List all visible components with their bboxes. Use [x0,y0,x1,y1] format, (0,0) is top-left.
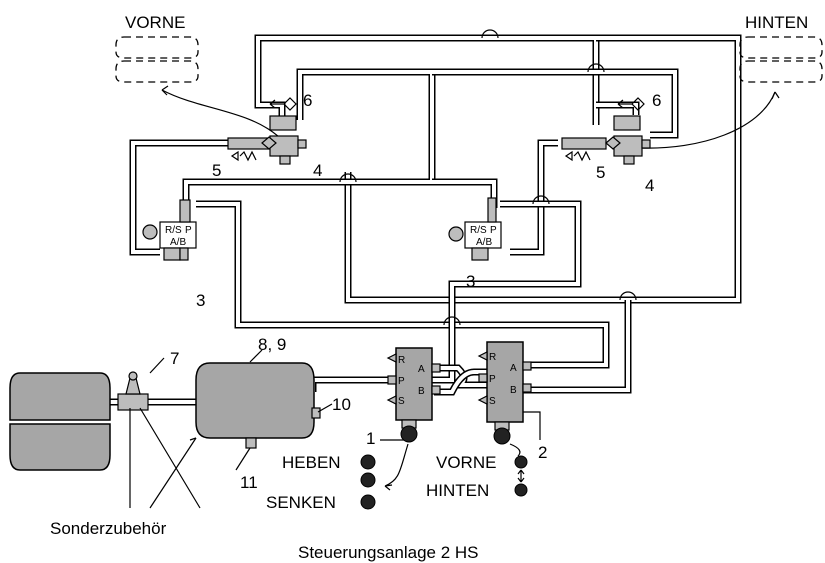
cv1-port-p: P [398,376,405,387]
cv1-port-r: R [398,355,405,366]
label-1: 1 [366,429,375,448]
left-relay-port-p: P [185,225,192,236]
label-5-right: 5 [596,163,605,182]
left-relay-port-ab: A/B [170,237,186,248]
right-leveling-valve [561,115,651,165]
label-vorne-spring: VORNE [125,13,185,32]
label-10: 10 [332,395,351,414]
air-spring-rear [739,36,823,83]
hose-control-2-to-right [523,300,632,394]
right-spring-symbol [564,150,591,162]
label-4-left: 4 [313,161,322,180]
left-symbol-arrow [269,97,297,111]
right-relay-port-p: P [490,225,497,236]
right-relay-port-rs: R/S [470,225,487,236]
cv2-port-b: B [510,385,517,396]
hose-crossovers [339,29,637,326]
air-hoses [110,34,742,406]
arrow-to-front-spring [161,89,281,139]
air-spring-front [115,36,199,83]
hose-right-5-to-3 [510,139,558,256]
label-2: 2 [538,443,547,462]
label-hinten-switch: HINTEN [426,481,489,500]
cv2-port-r: R [489,352,496,363]
cv2-port-a: A [510,363,517,374]
label-5-left: 5 [212,161,221,180]
air-bottles [9,372,111,471]
diagram-caption: Steuerungsanlage 2 HS [298,543,479,562]
label-sonderzubehoer: Sonderzubehör [50,519,167,538]
label-11: 11 [240,473,258,492]
cv2-port-s: S [489,396,496,407]
drain-valve-7 [117,371,149,411]
cv2-port-p: P [489,374,496,385]
label-3-left: 3 [196,291,205,310]
right-symbol-arrow [617,97,645,111]
left-spring-symbol [230,150,257,162]
cv1-port-b: B [418,386,425,397]
label-heben: HEBEN [282,453,341,472]
control-valve-1 [386,347,441,443]
switch-indicators [360,443,528,510]
label-hinten-spring: HINTEN [745,13,808,32]
left-leveling-valve [227,115,307,165]
cv1-port-s: S [398,396,405,407]
left-relay-valve [142,199,197,261]
right-relay-valve [448,197,502,261]
cv1-port-a: A [418,364,425,375]
arrow-to-rear-spring [639,91,776,149]
label-vorne-switch: VORNE [436,453,496,472]
hose-left-top-loop [254,34,600,125]
left-relay-port-rs: R/S [165,225,182,236]
label-7: 7 [170,349,179,368]
leader-lines [129,349,541,509]
right-relay-port-ab: A/B [476,237,492,248]
main-air-tank [195,362,321,449]
control-valve-2 [477,341,532,445]
label-4-right: 4 [645,176,654,195]
label-senken: SENKEN [266,493,336,512]
hose-right-3-up [432,178,498,208]
label-8-9: 8, 9 [258,335,286,354]
label-3-right: 3 [466,272,475,291]
label-6-right: 6 [652,91,661,110]
label-6-left: 6 [303,91,312,110]
